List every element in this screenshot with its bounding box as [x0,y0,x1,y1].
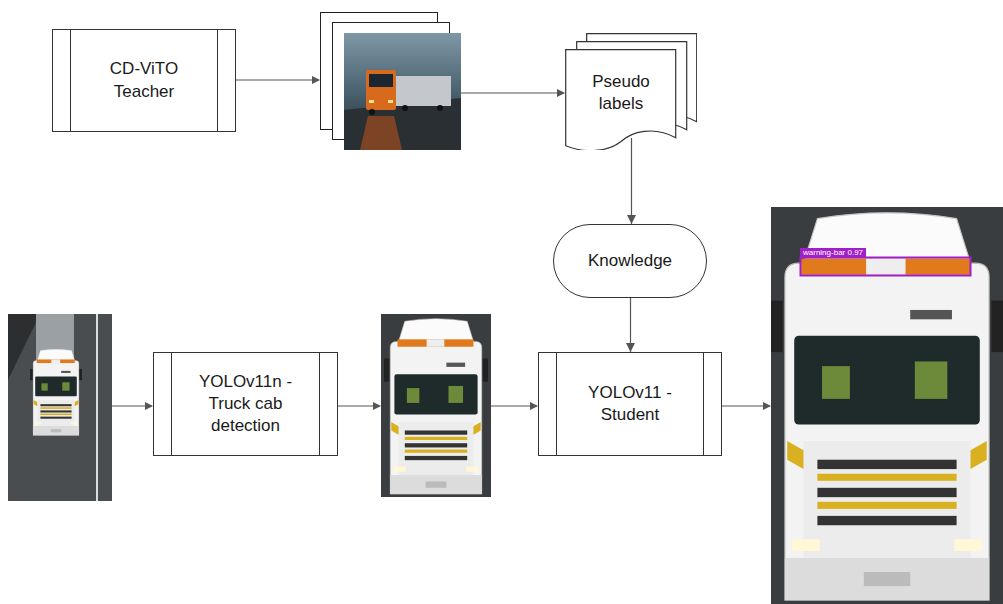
process-bar [319,353,320,455]
process-bar [556,353,557,455]
node-text: YOLOv11 - Student [562,382,699,426]
knowledge-pill: Knowledge [553,224,707,298]
arrow-head [626,343,635,352]
text-area: CD-ViTO Teacher [72,30,216,131]
connector [627,138,636,224]
node-text: CD-ViTO Teacher [88,58,200,102]
process-box: YOLOv11n - Truck cab detection [153,352,338,456]
input-photo [8,314,112,501]
detection-label: warning-bar 0.97 [800,248,866,258]
cropped-cab-photo [381,314,491,497]
process-bar [703,353,704,455]
process-box: YOLOv11 - Student [538,352,722,456]
text-area: Pseudo labels [569,51,673,135]
node-text: Pseudo labels [571,71,671,115]
node-text: YOLOv11n - Truck cab detection [177,371,314,437]
result-photo [771,207,1003,604]
connector-line [631,138,632,224]
text-area: YOLOv11n - Truck cab detection [173,353,318,455]
document-stack: Pseudo labels [565,33,697,150]
process-bar [171,353,172,455]
teacher-box: CD-ViTO Teacher [52,29,236,132]
document-shape [565,33,697,150]
arrow-head [627,215,636,224]
node-text: Knowledge [588,250,672,272]
text-area: YOLOv11 - Student [558,353,702,455]
process-bar [70,30,71,131]
process-bar [217,30,218,131]
teacher-image-stack [321,13,462,151]
connector [626,298,635,352]
text-area: Knowledge [564,225,696,297]
